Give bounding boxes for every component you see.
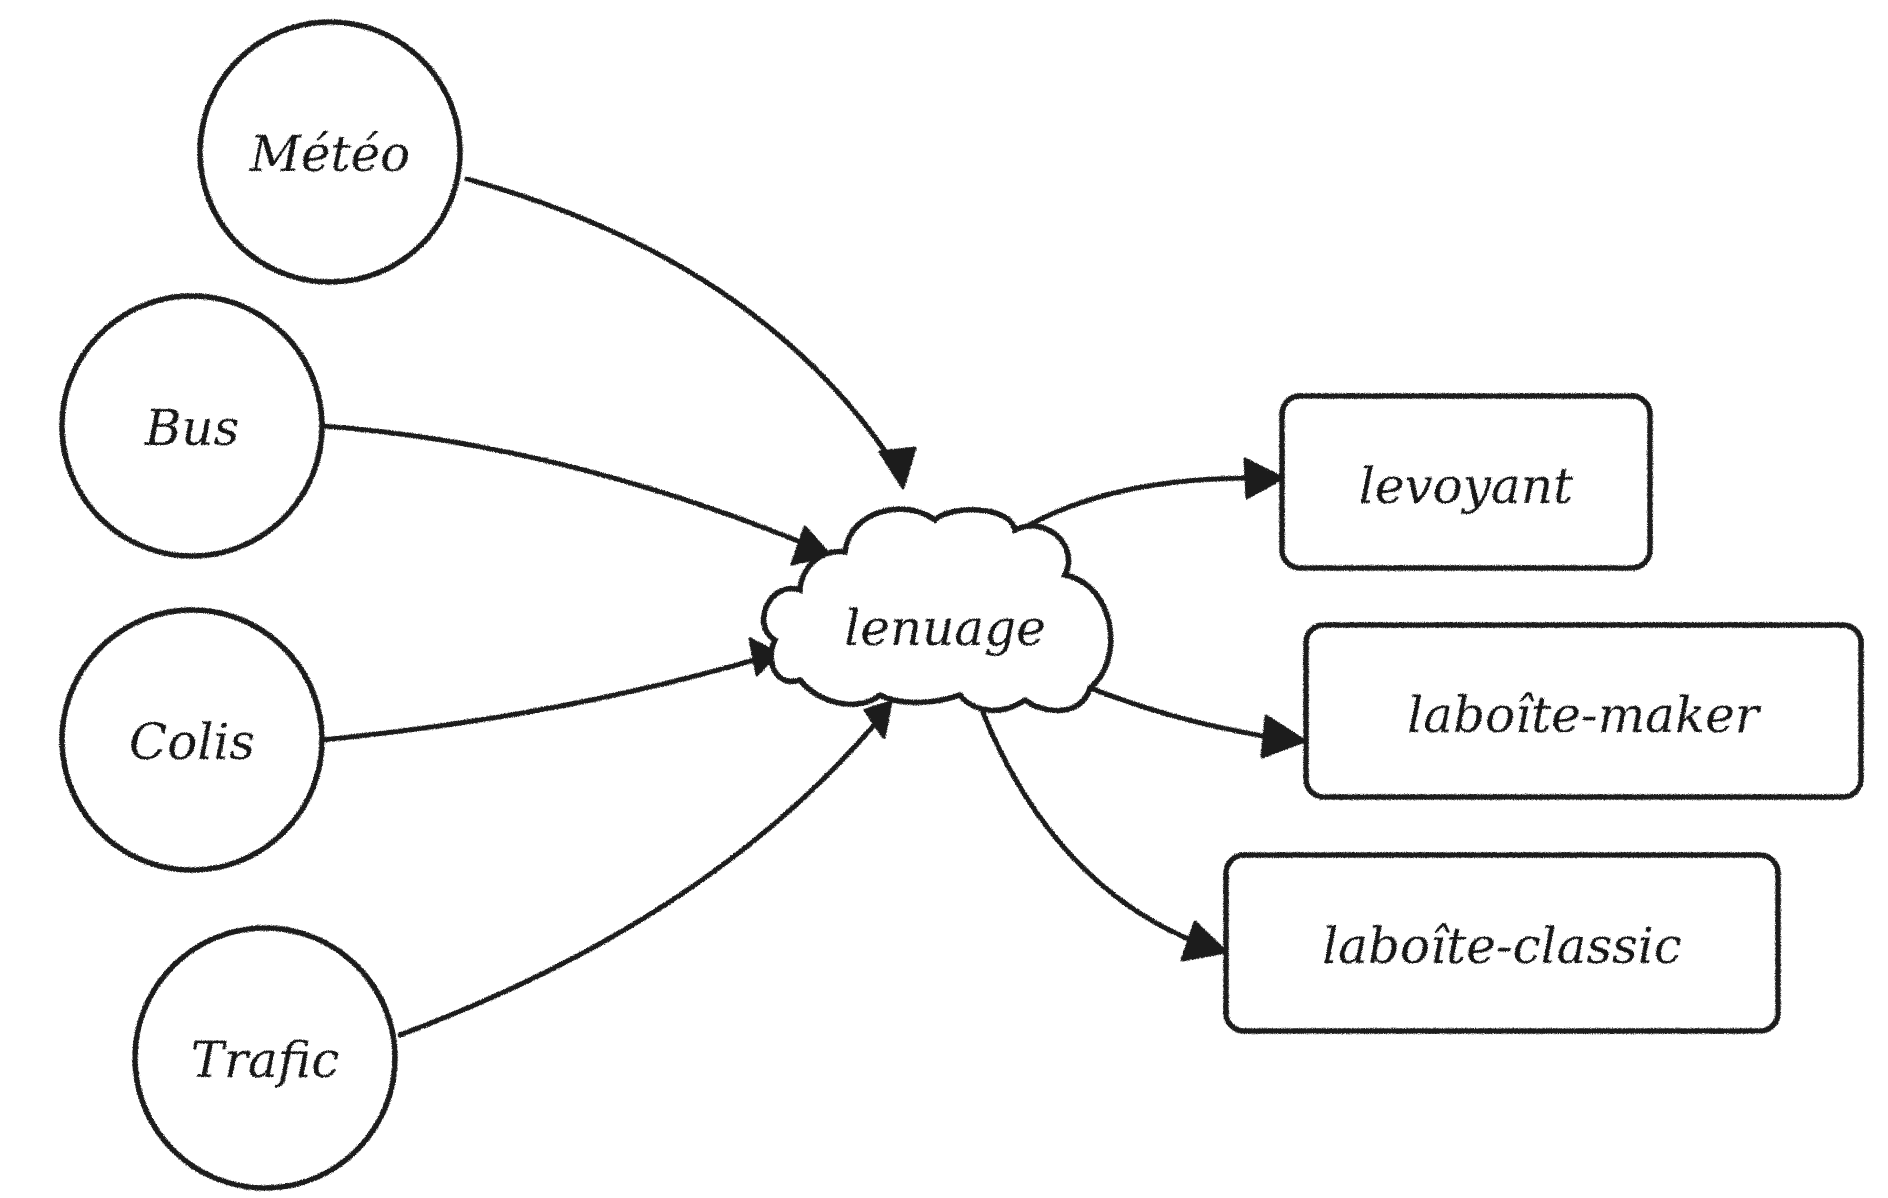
- node-lenuage-label: lenuage: [844, 599, 1045, 657]
- edge-lenuage-to-levoyant: [1017, 457, 1285, 533]
- node-laboite-classic-box: [1223, 852, 1781, 1034]
- node-trafic[interactable]: Trafic: [132, 925, 398, 1191]
- node-bus-label: Bus: [144, 399, 240, 457]
- node-laboite-maker-label: laboîte-maker: [1407, 686, 1762, 744]
- node-colis[interactable]: Colis: [59, 607, 325, 873]
- cloud-icon: [761, 506, 1114, 714]
- edge-lenuage-to-laboite-maker: [1087, 685, 1307, 759]
- node-lenuage[interactable]: lenuage: [761, 506, 1114, 714]
- node-colis-circle: [59, 607, 325, 873]
- node-bus[interactable]: Bus: [59, 293, 325, 559]
- node-bus-circle: [59, 293, 325, 559]
- edge-trafic-to-lenuage: [397, 700, 893, 1038]
- node-levoyant-box: [1279, 393, 1653, 571]
- node-meteo[interactable]: Météo: [197, 19, 463, 285]
- node-levoyant[interactable]: levoyant: [1279, 393, 1653, 571]
- node-trafic-label: Trafic: [191, 1031, 339, 1089]
- node-trafic-circle: [132, 925, 398, 1191]
- node-laboite-classic-label: laboîte-classic: [1322, 917, 1682, 975]
- node-colis-label: Colis: [129, 713, 255, 771]
- edge-bus-to-lenuage: [319, 423, 832, 566]
- node-laboite-classic[interactable]: laboîte-classic: [1223, 852, 1781, 1034]
- edge-lenuage-to-laboite-classic: [975, 697, 1228, 962]
- node-laboite-maker[interactable]: laboîte-maker: [1303, 622, 1864, 800]
- node-meteo-label: Météo: [249, 125, 411, 183]
- node-meteo-circle: [197, 19, 463, 285]
- edge-colis-to-lenuage: [319, 637, 780, 743]
- edge-meteo-to-lenuage: [464, 176, 917, 490]
- node-laboite-maker-box: [1303, 622, 1864, 800]
- node-levoyant-label: levoyant: [1359, 457, 1574, 515]
